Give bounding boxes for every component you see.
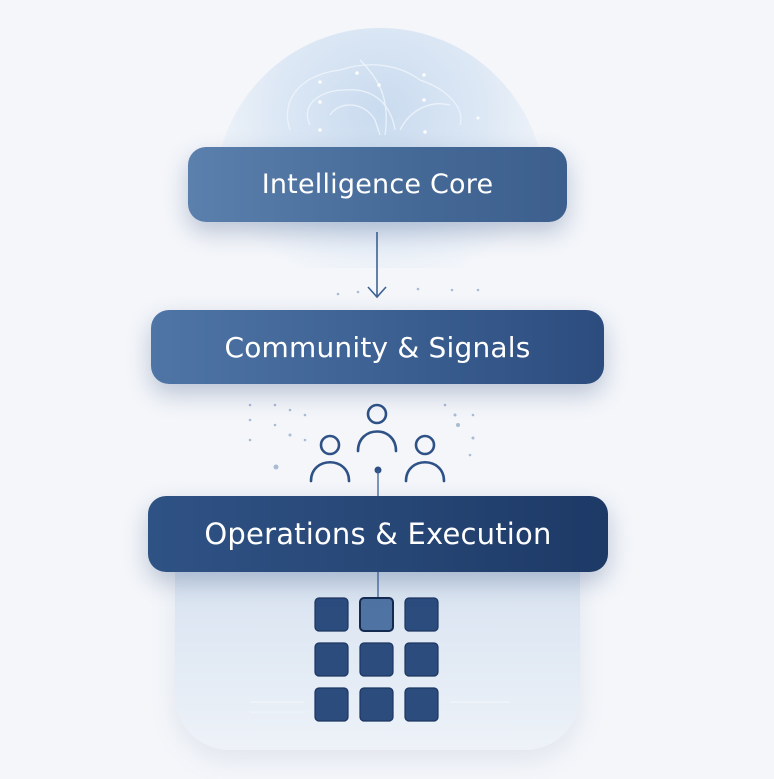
signal-dots: [248, 287, 480, 470]
connector-line: [374, 466, 382, 600]
base-lines: [250, 701, 510, 713]
grid-icon: [314, 597, 439, 722]
brain-icon: [286, 59, 480, 136]
layer-intelligence-core: Intelligence Core: [188, 147, 567, 222]
layer-operations-execution: Operations & Execution: [148, 496, 608, 572]
arrow-down-icon: [367, 232, 387, 299]
people-icon: [309, 403, 446, 483]
layer-community-signals: Community & Signals: [151, 310, 604, 384]
